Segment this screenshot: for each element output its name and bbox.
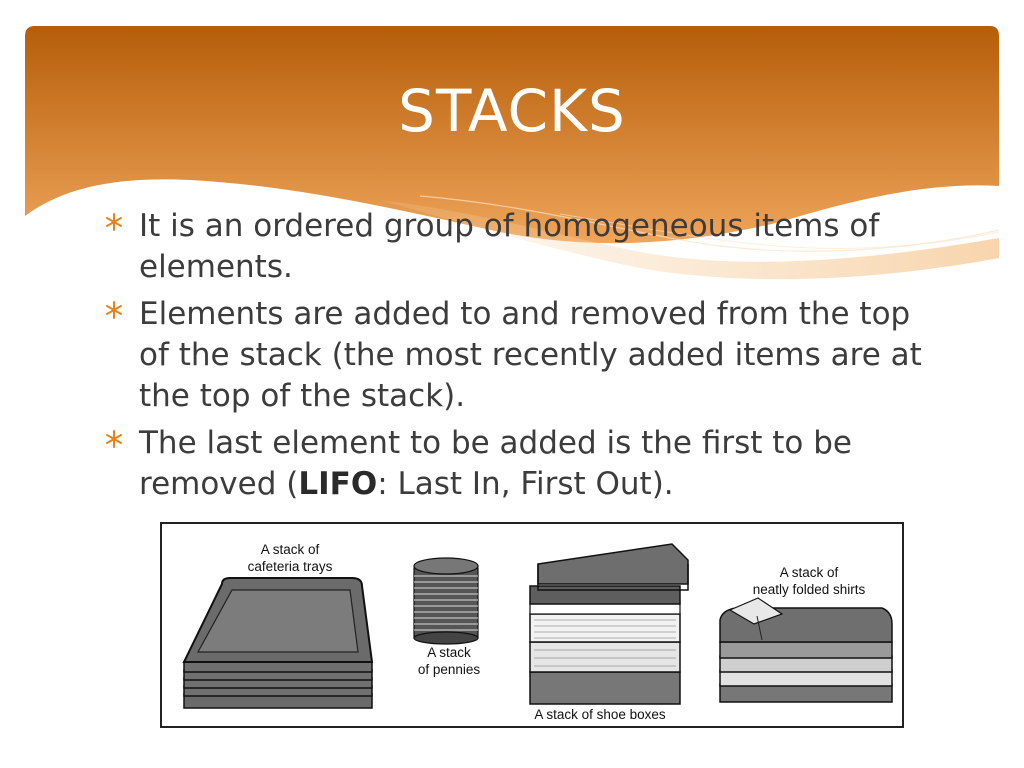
header-band: [25, 26, 1000, 280]
pennies-label-line: A stack: [427, 645, 471, 660]
shirts-label-line: neatly folded shirts: [752, 582, 866, 597]
trays-label-line: A stack of: [260, 542, 320, 557]
pennies-label-line: of pennies: [417, 662, 481, 677]
stack-drawings: [182, 543, 893, 709]
pennies-drawing: [413, 557, 479, 645]
slide-title: STACKS: [398, 77, 626, 145]
star-bullet-icon: [106, 301, 122, 319]
bullet-text-suffix: : Last In, First Out).: [377, 466, 674, 502]
stack-illustration: A stack of cafeteria trays A stack of pe…: [160, 522, 904, 728]
cafeteria-trays-drawing: [182, 577, 374, 709]
shoe-boxes-drawing: [529, 543, 689, 705]
bullet-list: It is an ordered group of homogeneous it…: [104, 206, 934, 511]
star-bullet-icon: [106, 213, 122, 231]
lifo-term: LIFO: [298, 466, 378, 502]
bullet-item: The last element to be added is the firs…: [104, 423, 934, 505]
star-bullet-icon: [106, 430, 122, 448]
bullet-text-prefix: The last element to be added is the firs…: [139, 425, 852, 502]
bullet-text: Elements are added to and removed from t…: [139, 296, 922, 414]
bullet-item: Elements are added to and removed from t…: [104, 294, 934, 417]
bullet-text: The last element to be added is the firs…: [139, 423, 934, 505]
shoe-boxes-label-line: A stack of shoe boxes: [534, 707, 666, 722]
shoe-boxes-label: A stack of shoe boxes: [500, 706, 700, 723]
shirts-label: A stack of neatly folded shirts: [724, 564, 894, 598]
trays-label: A stack of cafeteria trays: [220, 541, 360, 575]
trays-label-line: cafeteria trays: [247, 559, 333, 574]
bullet-item: It is an ordered group of homogeneous it…: [104, 206, 934, 288]
pennies-label: A stack of pennies: [394, 644, 504, 678]
shirts-label-line: A stack of: [779, 565, 839, 580]
folded-shirts-drawing: [719, 597, 893, 703]
bullet-text: It is an ordered group of homogeneous it…: [139, 208, 880, 285]
